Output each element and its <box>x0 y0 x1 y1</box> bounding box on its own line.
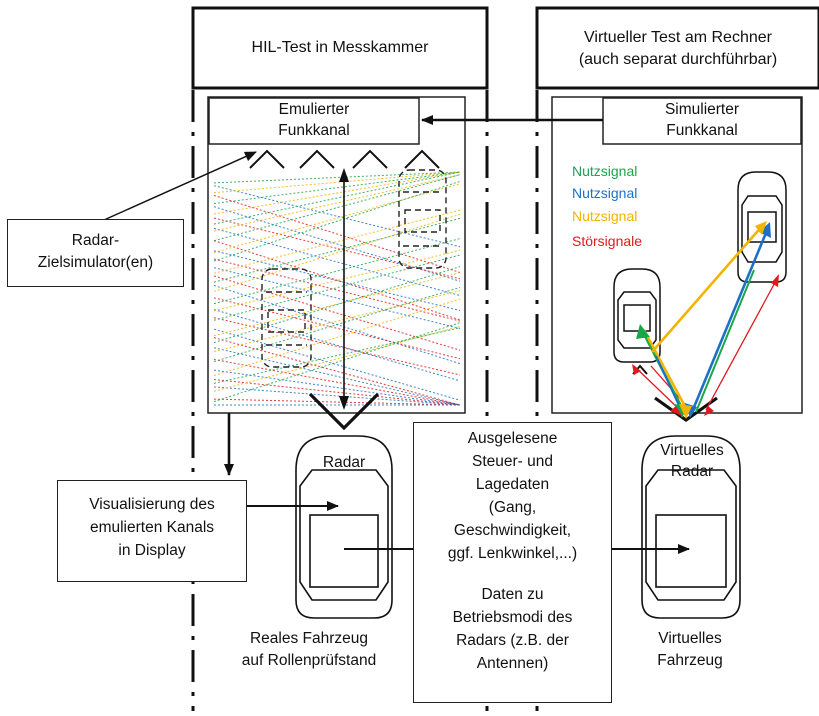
channel-noise-line <box>213 328 461 401</box>
channel-noise-line <box>213 240 461 321</box>
target-sim-pointer <box>94 151 257 225</box>
signal-arrowheads <box>632 221 779 419</box>
simulated-channel-line2: Funkkanal <box>666 122 738 139</box>
channel-noise-line <box>213 286 461 363</box>
antenna-chevrons <box>249 149 440 169</box>
range-arrowhead-top <box>339 168 349 182</box>
data-box-line: (Gang, <box>488 499 537 516</box>
target-simulator-line2: Zielsimulator(en) <box>37 254 154 271</box>
channel-noise-line <box>213 206 461 282</box>
simulated-channel-line1: Simulierter <box>664 101 740 118</box>
emulated-channel-line2: Funkkanal <box>278 122 350 139</box>
signal-ray-yellow <box>642 329 690 413</box>
virtual-vehicle-line1: Virtuelles <box>658 630 722 647</box>
signal-label-blue: Nutzsignal <box>572 185 638 201</box>
channel-noise-line <box>213 183 461 253</box>
channel-noise-line <box>213 180 461 262</box>
channel-noise-line <box>213 398 461 406</box>
virtual-radar-line2: Radar <box>670 463 714 480</box>
channel-noise-line <box>213 171 461 215</box>
visualization-line3: in Display <box>118 542 186 559</box>
right-header-title-line1: Virtueller Test am Rechner <box>584 29 772 46</box>
signal-ray-blue <box>655 355 683 413</box>
channel-noise-line <box>213 174 461 242</box>
simulated-channel-box <box>602 97 802 145</box>
target-simulator-line1: Radar- <box>71 232 120 249</box>
right-header-title-line2: (auch separat durchführbar) <box>578 51 778 68</box>
real-vehicle <box>295 435 393 619</box>
real-vehicle-line1: Reales Fahrzeug <box>249 630 369 647</box>
data-box-line: ggf. Lenkwinkel,...) <box>447 545 578 562</box>
antenna-chevron <box>404 149 440 169</box>
channel-noise-line <box>213 171 461 225</box>
channel-noise-line <box>213 171 461 205</box>
antenna-chevron <box>299 149 335 169</box>
data-box-line: Ausgelesene <box>467 430 558 447</box>
signal-ray-yellow <box>651 224 764 353</box>
channel-noise-line <box>213 309 461 382</box>
channel-noise-line <box>213 238 461 305</box>
header-right-box <box>535 6 819 90</box>
range-arrowhead-bottom <box>339 396 349 410</box>
channel-noise-line <box>213 369 461 406</box>
real-radar-label: Radar <box>322 454 366 471</box>
target-simulator-box <box>7 219 184 287</box>
virtual-radar-chevron <box>654 396 718 422</box>
radar-chevron <box>308 392 380 431</box>
emulated-target-car-2 <box>261 268 312 368</box>
data-box-line: Geschwindigkeit, <box>453 522 572 539</box>
visualization-line1: Visualisierung des <box>89 496 215 513</box>
antenna-chevron <box>249 149 285 169</box>
channel-noise-line <box>213 254 461 321</box>
emulated-target-car-1 <box>398 169 447 269</box>
channel-noise-line <box>213 171 461 194</box>
real-vehicle-line2: auf Rollenprüfstand <box>241 652 377 669</box>
data-box-line: Betriebsmodi des <box>452 609 573 626</box>
left-header-title: HIL-Test in Messkammer <box>251 39 429 56</box>
channel-noise-line <box>213 386 461 406</box>
channel-noise-line <box>213 213 461 292</box>
visualization-line2: emulierten Kanals <box>89 519 215 536</box>
virtual-radar-line1: Virtuelles <box>660 442 724 459</box>
emulator-panel <box>207 96 466 414</box>
data-box <box>413 422 612 703</box>
virtual-vehicle <box>641 435 741 619</box>
emulated-channel-line1: Emulierter <box>278 101 350 118</box>
data-box-line: Steuer- und <box>472 453 553 470</box>
channel-noise-line <box>213 337 461 406</box>
data-box-line: Lagedaten <box>475 476 550 493</box>
channel-noise-line <box>213 275 461 351</box>
signal-ray-green <box>695 269 755 413</box>
signal-ray-blue <box>690 227 770 413</box>
emulated-channel-box <box>208 97 420 145</box>
channel-noise-line <box>213 171 461 184</box>
signal-ray-red <box>705 276 779 411</box>
signal-label-red: Störsignale <box>572 233 643 249</box>
channel-noise-line <box>213 227 461 297</box>
signal-label-yellow: Nutzsignal <box>572 208 638 224</box>
channel-noise-line <box>213 322 461 403</box>
signal-ray-red <box>633 365 681 411</box>
channel-noise-line <box>213 325 461 392</box>
data-box-line: Daten zu <box>481 586 544 603</box>
visualization-box <box>57 480 247 582</box>
emulated-channel-noise <box>213 171 461 406</box>
data-box-line: Radars (z.B. der <box>456 632 569 649</box>
data-box-line: Antennen) <box>476 655 549 672</box>
antenna-chevron <box>352 149 388 169</box>
channel-noise-line <box>213 194 461 273</box>
signal-label-green: Nutzsignal <box>572 163 638 179</box>
channel-noise-line <box>213 378 461 406</box>
channel-noise-line <box>213 358 461 406</box>
channel-noise-line <box>213 298 461 377</box>
channel-noise-line <box>213 266 461 344</box>
header-left-box <box>191 6 489 90</box>
signal-rays <box>633 224 779 413</box>
virtual-vehicle-line2: Fahrzeug <box>657 652 723 669</box>
